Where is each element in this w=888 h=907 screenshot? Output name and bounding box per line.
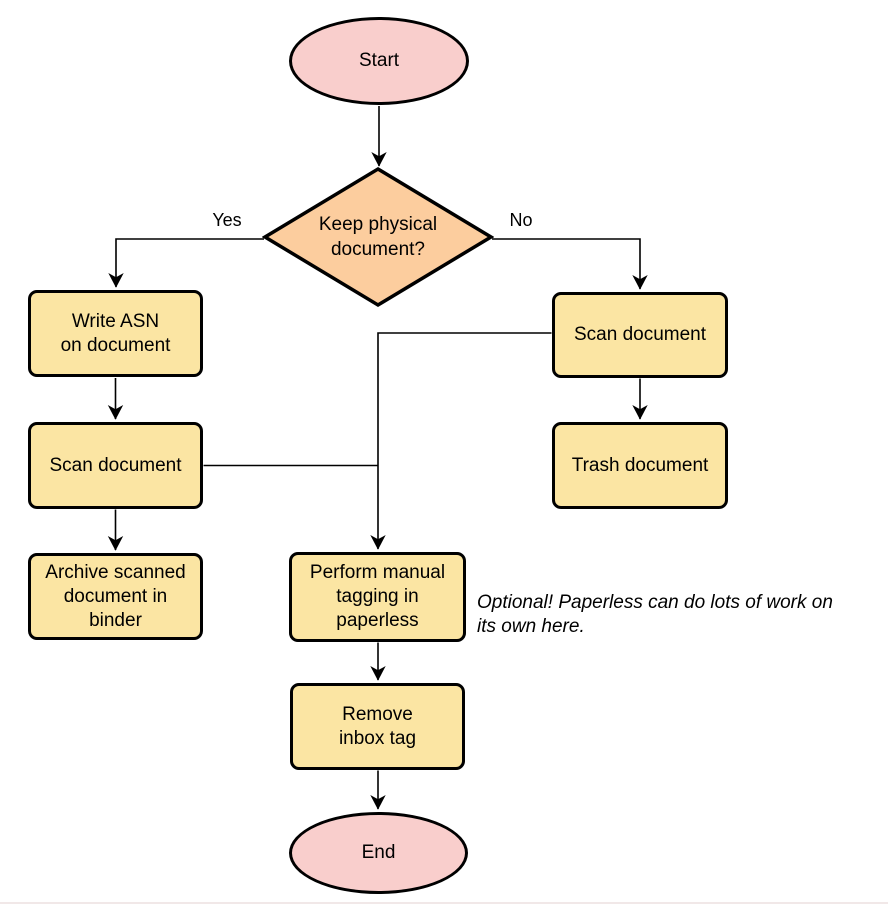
node-decision-keep-physical: Keep physical document? <box>262 166 494 308</box>
node-write-asn-label: Write ASN on document <box>60 310 171 356</box>
node-scan-document-no: Scan document <box>552 292 728 378</box>
edge-scan-no-to-tagging <box>370 332 552 550</box>
node-write-asn: Write ASN on document <box>28 290 203 377</box>
node-end-label: End <box>361 842 396 863</box>
node-start: Start <box>289 17 469 105</box>
node-scan-document-no-label: Scan document <box>573 324 707 345</box>
edge-decision-no-to-scan <box>492 238 648 290</box>
edge-decision-yes-to-write-asn <box>108 238 264 288</box>
node-scan-document-yes-label: Scan document <box>49 454 182 476</box>
node-remove-inbox-tag-label: Remove inbox tag <box>338 703 417 749</box>
node-archive-binder: Archive scanned document in binder <box>28 553 203 640</box>
optional-note: Optional! Paperless can do lots of work … <box>477 592 833 637</box>
node-start-label: Start <box>358 50 400 71</box>
edge-label-no: No <box>509 210 533 230</box>
node-trash-document-label: Trash document <box>571 454 709 476</box>
page-bottom-divider <box>0 902 888 904</box>
decision-diamond-shape <box>262 166 494 308</box>
node-archive-binder-label: Archive scanned document in binder <box>45 561 186 631</box>
node-trash-document: Trash document <box>552 422 728 509</box>
node-end: End <box>289 812 468 894</box>
node-manual-tagging: Perform manual tagging in paperless <box>289 552 466 642</box>
node-manual-tagging-label: Perform manual tagging in paperless <box>309 562 446 631</box>
node-decision-label: Keep physical document? <box>318 214 438 260</box>
node-scan-document-yes: Scan document <box>28 422 203 509</box>
edge-label-yes: Yes <box>212 210 242 230</box>
node-remove-inbox-tag: Remove inbox tag <box>290 683 465 770</box>
